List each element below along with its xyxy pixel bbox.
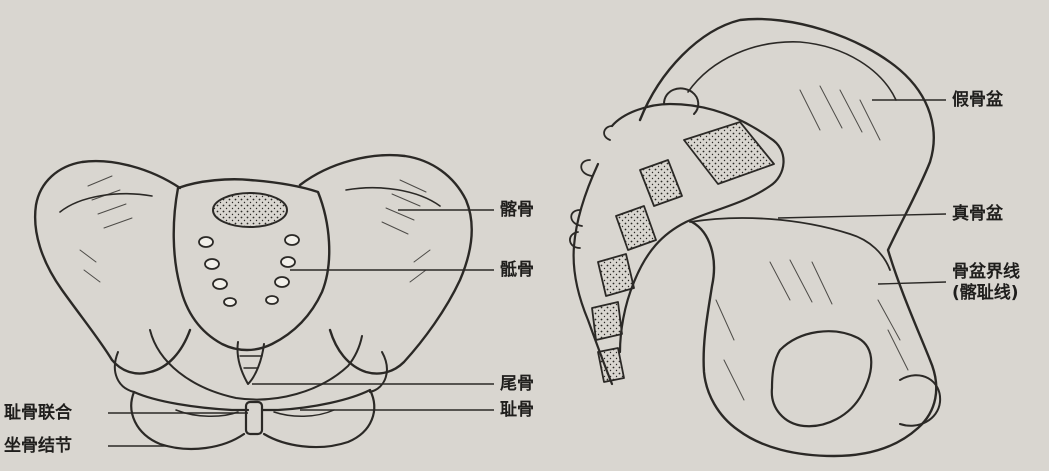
label-true-pelvis: 真骨盆 [952,204,1003,224]
hip-bone-shape [640,19,936,456]
front-leader-lines [108,210,494,446]
symphysis-shape [246,402,262,434]
label-pelvic-brim-line2: (髂耻线) [952,283,1020,304]
label-coccyx: 尾骨 [500,374,534,394]
side-pelvis-drawing [570,19,940,456]
label-pubic-symphysis: 耻骨联合 [4,403,72,423]
label-ischial-tuberosity: 坐骨结节 [4,436,72,456]
label-sacrum: 骶骨 [500,260,534,280]
label-pelvic-brim: 骨盆界线 (髂耻线) [952,262,1020,304]
label-pelvic-brim-line1: 骨盆界线 [952,262,1020,283]
obturator-foramen-shape [772,331,871,426]
side-leader-lines [778,100,946,284]
front-pelvis-drawing [35,155,472,449]
label-pubis: 耻骨 [500,400,534,420]
label-false-pelvis: 假骨盆 [952,90,1003,110]
label-ilium: 髂骨 [500,200,534,220]
